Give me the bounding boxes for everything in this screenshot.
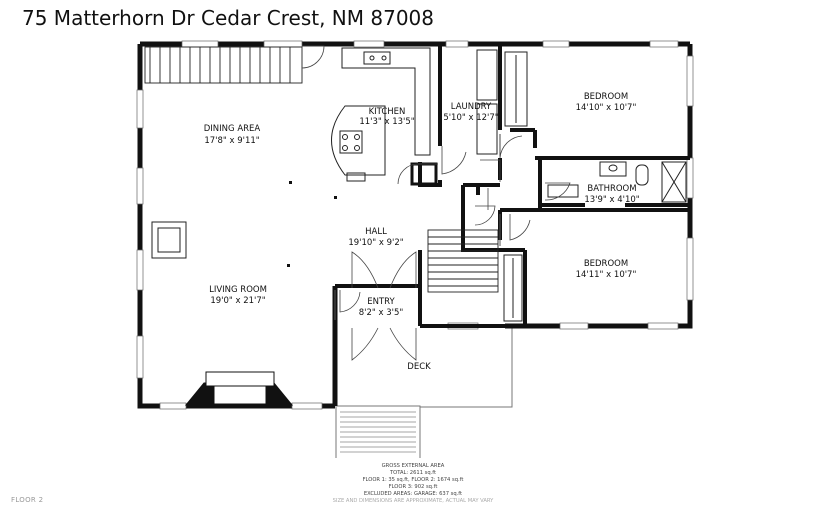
area-summary: GROSS EXTERNAL AREA TOTAL: 2611 sq.ft FL…	[330, 463, 496, 505]
dining-name: DINING AREA	[204, 124, 261, 134]
hall-dims: 19'10" x 9'2"	[348, 238, 403, 248]
area-floors-1-2: FLOOR 1: 35 sq.ft, FLOOR 2: 1674 sq.ft	[362, 477, 464, 483]
kitchen-dims: 11'3" x 13'5"	[359, 117, 414, 127]
fireplace-left	[151, 221, 187, 259]
kitchen-pantry	[410, 162, 438, 186]
location-markers	[287, 181, 337, 267]
bathroom-fixtures	[547, 161, 687, 203]
deck-outline	[334, 325, 513, 458]
bedroom2-dims: 14'11" x 10'7"	[576, 270, 637, 280]
living-dims: 19'0" x 21'7"	[210, 296, 265, 306]
page-title: 75 Matterhorn Dr Cedar Crest, NM 87008	[22, 6, 435, 30]
area-disclaimer: SIZE AND DIMENSIONS ARE APPROXIMATE, ACT…	[332, 498, 494, 504]
bedroom1-dims: 14'10" x 10'7"	[576, 103, 637, 113]
bathroom-dims: 13'9" x 4'10"	[584, 195, 639, 205]
area-total: TOTAL: 2611 sq.ft	[389, 470, 437, 476]
doors	[301, 45, 571, 361]
deck-stairs	[340, 411, 416, 453]
bedroom2-closet	[503, 254, 523, 322]
fireplace-bottom	[184, 371, 294, 406]
hall-name: HALL	[365, 227, 387, 237]
bedroom1-name: BEDROOM	[584, 92, 628, 102]
laundry-fixtures	[476, 49, 498, 155]
laundry-dims: 5'10" x 12'7"	[443, 113, 498, 123]
dining-dims: 17'8" x 9'11"	[204, 136, 259, 146]
staircase-top	[144, 46, 303, 84]
bedroom2-name: BEDROOM	[584, 259, 628, 269]
floor-label: FLOOR 2	[11, 496, 44, 504]
staircase-hall	[427, 229, 499, 293]
kitchen-name: KITCHEN	[369, 107, 406, 117]
deck-name: DECK	[407, 362, 431, 372]
entry-name: ENTRY	[367, 297, 395, 307]
bathroom-name: BATHROOM	[587, 184, 636, 194]
living-name: LIVING ROOM	[209, 285, 267, 295]
bedroom1-closet	[504, 51, 528, 127]
area-floor-3: FLOOR 3: 902 sq.ft	[388, 484, 438, 490]
area-heading: GROSS EXTERNAL AREA	[381, 463, 445, 469]
entry-dims: 8'2" x 3'5"	[359, 308, 404, 318]
kitchen-fixtures	[331, 47, 431, 182]
laundry-name: LAUNDRY	[451, 102, 492, 112]
area-excluded: EXCLUDED AREAS: GARAGE: 637 sq.ft	[363, 491, 463, 497]
room-labels: DINING AREA 17'8" x 9'11" KITCHEN 11'3" …	[204, 92, 640, 372]
